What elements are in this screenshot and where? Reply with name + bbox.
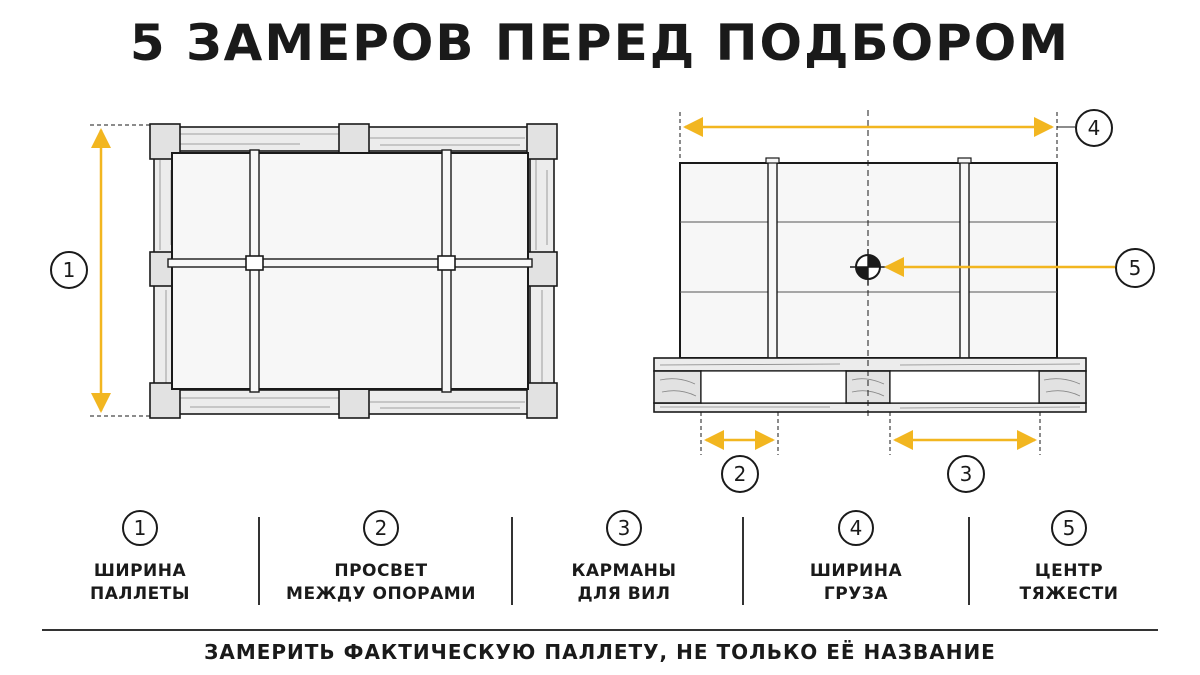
legend-label-5: ЦЕНТР ТЯЖЕСТИ [1019, 561, 1119, 604]
footer-divider [42, 629, 1158, 631]
legend-divider [968, 517, 970, 605]
block-bc [338, 387, 370, 419]
block-tr [526, 123, 558, 160]
legend-item-4: 4 ШИРИНА ГРУЗА [736, 505, 976, 606]
legend-label-2: ПРОСВЕТ МЕЖДУ ОПОРАМИ [286, 561, 476, 604]
dimension-1: 1 [50, 124, 152, 417]
legend-item-1: 1 ШИРИНА ПАЛЛЕТЫ [20, 505, 260, 606]
callout-5: 5 [1129, 256, 1142, 280]
callout-4: 4 [1088, 116, 1101, 140]
strap-buckle-right [437, 255, 456, 271]
callout-2: 2 [734, 462, 747, 486]
block-mr [526, 251, 558, 287]
pallet-side-view [653, 157, 1087, 413]
legend-number-5: 5 [1051, 510, 1087, 546]
fork-pocket-left [700, 370, 847, 404]
legend-divider [742, 517, 744, 605]
center-of-gravity-icon [850, 249, 886, 285]
top-load-outline [171, 152, 529, 390]
pallet-top-view [149, 123, 558, 419]
block-br [526, 382, 558, 419]
legend-divider [511, 517, 513, 605]
callout-1: 1 [63, 258, 76, 282]
dimension-2: 2 [700, 412, 779, 493]
legend-item-3: 3 КАРМАНЫ ДЛЯ ВИЛ [504, 505, 744, 606]
side-block-left [653, 370, 702, 404]
block-tc [338, 123, 370, 155]
legend-label-4: ШИРИНА ГРУЗА [809, 561, 903, 604]
legend: 1 ШИРИНА ПАЛЛЕТЫ 2 ПРОСВЕТ МЕЖДУ ОПОРАМИ… [20, 505, 1180, 615]
dimension-3: 3 [889, 412, 1041, 493]
dimension-4: 4 [679, 109, 1113, 161]
side-block-right [1038, 370, 1087, 404]
legend-number-3: 3 [606, 510, 642, 546]
legend-label-1: ШИРИНА ПАЛЛЕТЫ [90, 561, 190, 604]
legend-divider [258, 517, 260, 605]
legend-number-2: 2 [363, 510, 399, 546]
strap-buckle-left [245, 255, 264, 271]
page-title: 5 ЗАМЕРОВ ПЕРЕД ПОДБОРОМ [129, 14, 1071, 72]
dimension-5: 5 [884, 248, 1155, 288]
fork-pocket-right [889, 370, 1040, 404]
legend-item-2: 2 ПРОСВЕТ МЕЖДУ ОПОРАМИ [261, 505, 501, 606]
footer-note: ЗАМЕРИТЬ ФАКТИЧЕСКУЮ ПАЛЛЕТУ, НЕ ТОЛЬКО … [204, 640, 996, 664]
legend-item-5: 5 ЦЕНТР ТЯЖЕСТИ [949, 505, 1189, 606]
legend-number-4: 4 [838, 510, 874, 546]
callout-3: 3 [960, 462, 973, 486]
legend-number-1: 1 [122, 510, 158, 546]
legend-label-3: КАРМАНЫ ДЛЯ ВИЛ [571, 561, 677, 604]
measurement-diagram: 1 [50, 109, 1155, 493]
